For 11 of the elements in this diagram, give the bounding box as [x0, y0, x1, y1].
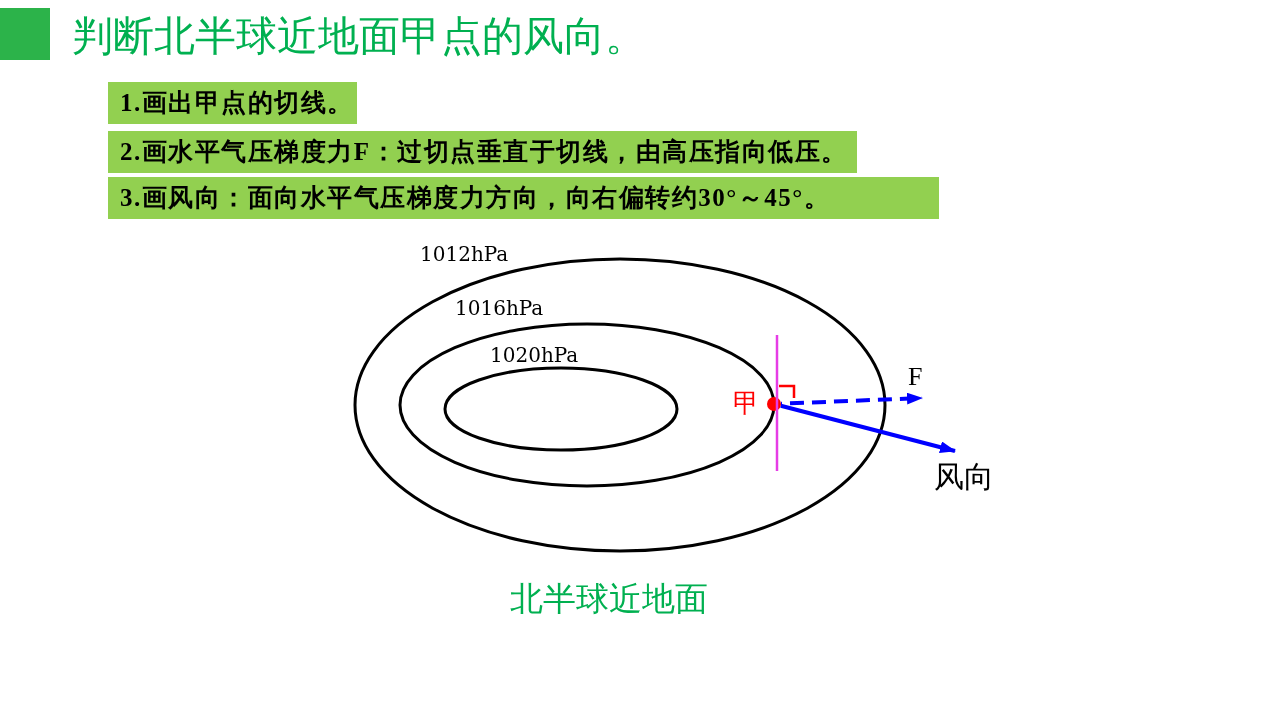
isobar-label: 1012hPa: [420, 242, 509, 266]
arrow: [780, 403, 956, 454]
arrow: [780, 392, 923, 406]
slide-title: 判断北半球近地面甲点的风向。: [72, 12, 646, 61]
caption: 北半球近地面: [510, 580, 708, 619]
step-box: 2.画水平气压梯度力F：过切点垂直于切线，由高压指向低压。: [108, 131, 857, 173]
isobar-label: 1016hPa: [455, 296, 544, 320]
isobar-label: 1020hPa: [490, 343, 579, 367]
step-box: 3.画风向：面向水平气压梯度力方向，向右偏转约30°～45°。: [108, 177, 939, 219]
step-box: 1.画出甲点的切线。: [108, 82, 357, 124]
point-label: 甲: [733, 390, 759, 418]
